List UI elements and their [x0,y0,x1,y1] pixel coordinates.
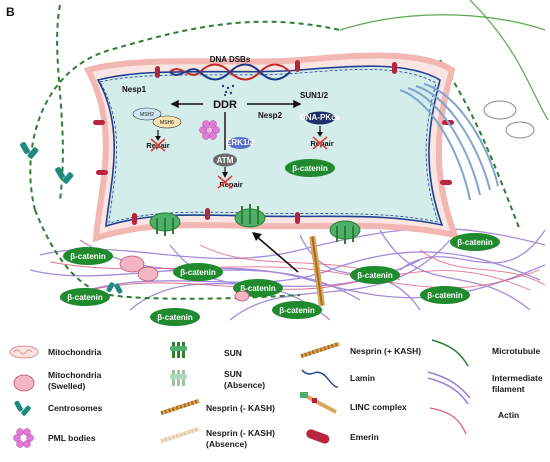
legend-mitochondria: Mitochondria [48,347,102,357]
beta-catenin-cytoplasm: β-catenin β-catenin β-catenin β-catenin β-ca… [60,233,500,326]
nesp1-label: Nesp1 [122,85,147,94]
legend-intermediate-2: filament [492,384,525,394]
legend-linc: LINC complex [350,402,407,412]
beta-catenin-nuclear [285,159,335,177]
beta-catenin-label: β-catenin [427,291,463,300]
ddr-label: DDR [213,99,237,111]
repair-label-3: Repair [310,139,333,148]
dnapkcs-label: DNA-PKcs [300,113,341,122]
beta-catenin-label: β-catenin [67,293,103,302]
microtubules-solid [339,0,549,121]
legend-nesprin-minus-absence-2: (Absence) [206,439,247,449]
beta-catenin-label: β-catenin [70,252,106,261]
legend-mito-swelled-1: Mitochondria [48,370,102,380]
beta-catenin-label: β-catenin [457,238,493,247]
centrosome-icon [20,142,74,184]
pml-body-icon [199,120,220,140]
swelled-mitochondria [119,255,250,302]
arrow-head [155,136,161,141]
nucleoplasm [96,65,444,228]
legend-lamin: Lamin [350,373,375,383]
legend-item-linc: LINC complex [300,392,407,414]
legend-item-centrosomes: Centrosomes [14,400,103,416]
legend-pml: PML bodies [48,433,96,443]
panel-label: B [6,5,15,19]
legend-emerin: Emerin [350,432,379,442]
legend-item-sun-absence [170,370,187,386]
dna-dsbs-label: DNA DSBs [210,55,251,64]
legend-sun-absence-2: (Absence) [224,380,265,390]
beta-catenin-label: β-catenin [240,284,276,293]
legend-sun: SUN [224,348,242,358]
nesp2-label: Nesp2 [258,111,283,120]
nesprin-chain [309,235,325,307]
legend: Mitochondria Mitochondria (Swelled) Cent… [9,339,543,449]
beta-catenin-oval [150,308,200,326]
beta-catenin-oval [350,266,400,284]
centrosome-icon [106,282,123,294]
atm-badge [213,153,237,167]
beta-catenin-oval [173,263,223,281]
legend-microtubule: Microtubule [492,346,540,356]
dna-fragments-icon [221,84,235,95]
emerin-markers [93,60,454,225]
msh2-label: MSH2 [140,112,154,118]
beta-catenin-label: β-catenin [180,268,216,277]
beta-catenin-oval [272,301,322,319]
legend-actin: Actin [498,410,519,420]
legend-item-lamin: Lamin [301,369,375,388]
nesprin-arrow [255,235,299,273]
blocked-icon [217,175,233,189]
legend-item-mitochondria: Mitochondria [9,345,102,359]
legend-item-intermediate: Intermediate filament [427,371,543,405]
legend-intermediate-1: Intermediate [492,373,543,383]
beta-catenin-oval [450,233,500,251]
legend-item-sun: SUN [170,342,242,358]
legend-item-nesprin-minus-absence: Nesprin (- KASH) (Absence) [160,426,275,449]
blocked-icon [150,138,166,152]
msh2-msh6-complex [132,107,182,129]
legend-item-nesprin-plus: Nesprin (+ KASH) [300,341,421,359]
atm-label: ATM [217,156,234,165]
arrow-head [222,172,228,178]
legend-centrosomes: Centrosomes [48,403,103,413]
beta-catenin-oval [420,286,470,304]
erk-badge [228,137,252,149]
mitochondria-right [483,100,535,139]
legend-item-pml: PML bodies [13,428,96,448]
legend-item-emerin: Emerin [306,429,379,444]
ddr-arrows [170,94,302,150]
beta-catenin-label: β-catenin [357,271,393,280]
beta-catenin-nuclear-label: β-catenin [292,164,328,173]
sun12-label: SUN1/2 [300,91,329,100]
msh6-label: MSH6 [160,120,174,126]
arrow-head [317,132,323,137]
repair-label-2: Repair [219,180,242,189]
legend-item-nesprin-minus: Nesprin (- KASH) [160,398,275,416]
legend-sun-absence-1: SUN [224,369,242,379]
blocked-icon [312,136,328,150]
legend-item-actin: Actin [429,407,519,435]
legend-item-mito-swelled: Mitochondria (Swelled) [13,370,102,392]
dna-helix-icon [169,63,291,81]
beta-catenin-oval [60,288,110,306]
dnapkcs-badge [305,111,335,125]
golgi-apparatus [399,83,499,201]
legend-mito-swelled-2: (Swelled) [48,381,85,391]
legend-nesprin-minus-absence-1: Nesprin (- KASH) [206,428,275,438]
beta-catenin-oval [63,247,113,265]
legend-item-microtubule: Microtubule [431,339,540,367]
legend-nesprin-plus: Nesprin (+ KASH) [350,346,421,356]
beta-catenin-label: β-catenin [279,306,315,315]
nucleus [83,52,460,243]
erk-label: ERK1/2 [226,138,255,147]
beta-catenin-label: β-catenin [157,313,193,322]
arrow-head [252,232,262,241]
linc-complexes [149,204,361,244]
legend-nesprin-minus: Nesprin (- KASH) [206,403,275,413]
